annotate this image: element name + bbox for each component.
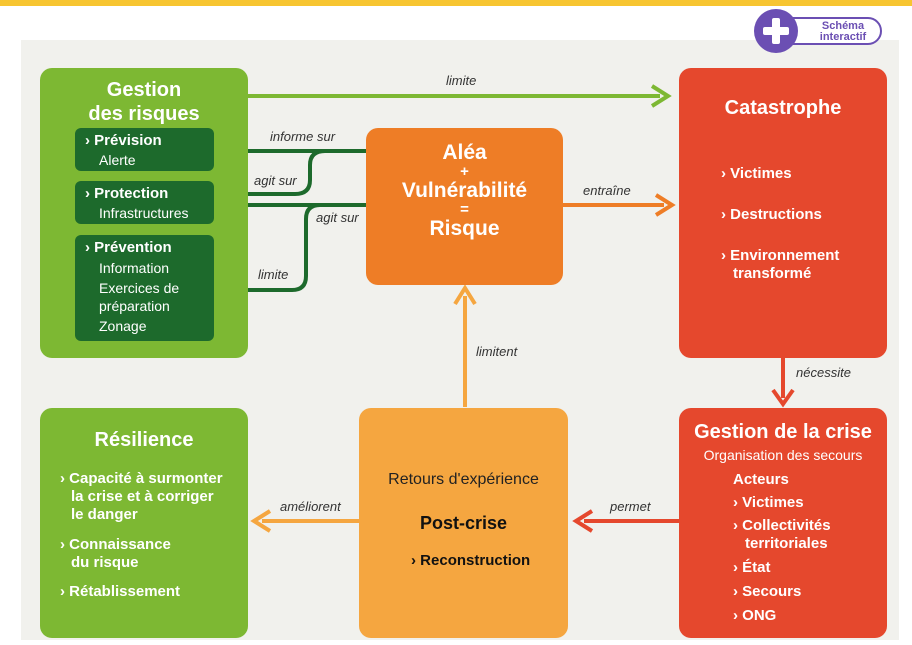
top-accent-bar — [0, 0, 912, 6]
gestion-risques-title-line2: des risques — [88, 103, 200, 125]
post-crise-box: Retours d'expérience Post-crise › Recons… — [359, 408, 568, 638]
arrow-agit-sur-1 — [214, 149, 326, 196]
label-limitent: limitent — [476, 344, 518, 359]
resilience-item-connaissance: › Connaissance — [60, 536, 171, 553]
crise-item-collectivites: › Collectivités — [733, 517, 831, 534]
gestion-crise-box: Gestion de la crise Organisation des sec… — [679, 408, 887, 638]
arrow-limitent — [453, 284, 477, 407]
equals-sign: = — [460, 201, 469, 218]
resilience-item-capacite: › Capacité à surmonter — [60, 470, 223, 487]
label-permet: permet — [610, 499, 651, 514]
label-entraine: entraîne — [583, 183, 631, 198]
catastrophe-item-environnement: › Environnement — [721, 247, 840, 264]
arrow-limite-prevention — [214, 203, 321, 292]
arrow-necessite — [771, 358, 795, 408]
prevention-item-1: Information — [99, 260, 170, 276]
prevision-box: › Prévision Alerte — [75, 128, 214, 171]
catastrophe-box: Catastrophe › Victimes › Destructions › … — [679, 68, 887, 358]
prevention-item-4: Zonage — [99, 318, 147, 334]
label-agit-sur-2: agit sur — [316, 210, 359, 225]
arrow-limite-top — [248, 84, 672, 108]
crise-item-ong: › ONG — [733, 607, 777, 624]
risque-formula: Aléa + Vulnérabilité = Risque — [366, 142, 563, 240]
risque-box: Aléa + Vulnérabilité = Risque — [366, 128, 563, 285]
alea-label: Aléa — [442, 141, 487, 164]
post-crise-title: Post-crise — [419, 513, 508, 533]
resilience-item-retablissement: › Rétablissement — [60, 583, 181, 600]
plus-icon — [754, 9, 798, 53]
gestion-crise-subtitle: Organisation des secours — [703, 447, 863, 463]
resilience-box: Résilience › Capacité à surmonter la cri… — [40, 408, 248, 638]
badge-line1: Schéma — [821, 20, 865, 32]
catastrophe-item-transforme: transformé — [733, 265, 812, 282]
acteurs-label: Acteurs — [733, 471, 789, 488]
badge-label: Schéma interactif — [808, 21, 878, 43]
plus-sign: + — [460, 163, 469, 180]
protection-title: › Protection — [85, 185, 169, 202]
resilience-item-capacite-3: le danger — [71, 506, 138, 523]
crise-item-etat: › État — [733, 559, 771, 576]
gestion-crise-title: Gestion de la crise — [694, 421, 872, 443]
interactive-schema-button[interactable]: Schéma interactif — [754, 9, 886, 53]
crise-item-victimes: › Victimes — [733, 494, 804, 511]
label-necessite: nécessite — [796, 365, 851, 380]
label-limite-prevention: limite — [258, 267, 289, 282]
prevention-box: › Prévention Information Exercices de pr… — [75, 235, 214, 341]
vulnerabilite-label: Vulnérabilité — [401, 179, 528, 202]
prevision-title: › Prévision — [85, 132, 162, 149]
risque-label: Risque — [429, 217, 500, 240]
retours-experience-label: Retours d'expérience — [388, 471, 539, 488]
crise-item-territoriales: territoriales — [745, 535, 828, 552]
label-agit-sur-1: agit sur — [254, 173, 297, 188]
catastrophe-title: Catastrophe — [724, 97, 842, 119]
catastrophe-item-destructions: › Destructions — [721, 206, 822, 223]
prevision-item: Alerte — [99, 152, 136, 168]
prevention-item-3: préparation — [99, 298, 170, 314]
label-ameliorent: améliorent — [280, 499, 341, 514]
resilience-item-connaissance-2: du risque — [71, 554, 139, 571]
gestion-risques-title-line1: Gestion — [106, 79, 182, 101]
arrow-ameliorent — [250, 509, 359, 533]
label-limite-top: limite — [446, 73, 477, 88]
resilience-title: Résilience — [94, 429, 194, 451]
arrow-permet — [572, 509, 679, 533]
catastrophe-item-victimes: › Victimes — [721, 165, 792, 182]
prevention-item-2: Exercices de — [99, 280, 180, 296]
protection-item: Infrastructures — [99, 205, 189, 221]
crise-item-secours: › Secours — [733, 583, 802, 600]
reconstruction-item: › Reconstruction — [411, 552, 531, 569]
gestion-risques-title: Gestion des risques — [40, 78, 248, 126]
resilience-item-capacite-2: la crise et à corriger — [71, 488, 214, 505]
protection-box: › Protection Infrastructures — [75, 181, 214, 224]
badge-line2: interactif — [819, 31, 867, 43]
prevention-title: › Prévention — [85, 239, 172, 256]
arrow-entraine — [563, 193, 676, 217]
label-informe-sur: informe sur — [270, 129, 336, 144]
